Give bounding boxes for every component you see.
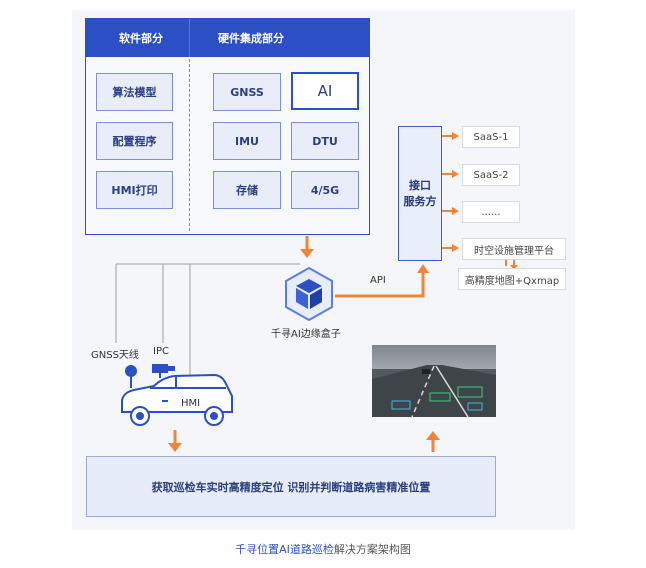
road-scene: [372, 345, 496, 417]
hmi-label: HMI: [181, 398, 201, 409]
edge-box-label: 千寻AI边缘盒子: [271, 329, 341, 340]
bottom-summary-box: 获取巡检车实时高精度定位 识别并判断道路病害精准位置: [86, 456, 496, 517]
figure-caption: 千寻位置AI道路巡检解决方案架构图: [0, 541, 646, 557]
software-header: 软件部分: [119, 32, 163, 45]
api-arrow: [335, 272, 425, 298]
hardware-header: 硬件集成部分: [218, 32, 284, 45]
software-item: 配置程序: [96, 122, 173, 160]
camera-icon: [152, 364, 175, 378]
vehicle-links: [115, 263, 300, 395]
header-divider: [189, 19, 190, 57]
hardware-item: IMU: [213, 122, 281, 160]
service-item: 高精度地图+Qxmap: [458, 268, 566, 290]
gnss-antenna-label: GNSS天线: [91, 350, 139, 361]
software-item: 算法模型: [96, 73, 173, 111]
software-item: HMI打印: [96, 171, 173, 209]
service-arrows: [441, 132, 459, 252]
hardware-item-ai: AI: [291, 72, 359, 110]
api-label: API: [370, 275, 386, 286]
api-arrow-head: [417, 264, 429, 273]
image-up-arrow-head: [426, 431, 440, 440]
interface-label: 接口: [409, 178, 431, 192]
antenna-icon: [125, 365, 137, 388]
cube-icon: [285, 266, 333, 322]
section-divider: [189, 59, 190, 231]
hardware-item: DTU: [291, 122, 359, 160]
hardware-item: 4/5G: [291, 171, 359, 209]
component-panel: 软件部分 硬件集成部分 算法模型 配置程序 HMI打印 GNSS AI IMU …: [85, 18, 370, 235]
service-item: 时空设施管理平台: [462, 238, 566, 260]
ipc-label: IPC: [153, 346, 169, 357]
panel-down-arrow-head: [300, 249, 314, 258]
interface-label-2: 服务方: [403, 194, 437, 208]
caption-highlight: 千寻位置AI道路巡检: [235, 543, 334, 556]
service-item: SaaS-2: [462, 164, 520, 186]
road-detection-image: [372, 345, 496, 417]
caption-rest: 解决方案架构图: [333, 543, 411, 556]
service-item: SaaS-1: [462, 126, 520, 148]
interface-service-box: 接口 服务方: [398, 126, 442, 261]
panel-header: 软件部分 硬件集成部分: [86, 19, 369, 57]
hardware-item: 存储: [213, 171, 281, 209]
bottom-summary-text: 获取巡检车实时高精度定位 识别并判断道路病害精准位置: [151, 480, 431, 494]
hardware-item: GNSS: [213, 73, 281, 111]
vehicle-down-arrow-head: [168, 443, 182, 452]
service-item: ......: [462, 201, 520, 223]
vehicle-icon: [121, 373, 233, 426]
